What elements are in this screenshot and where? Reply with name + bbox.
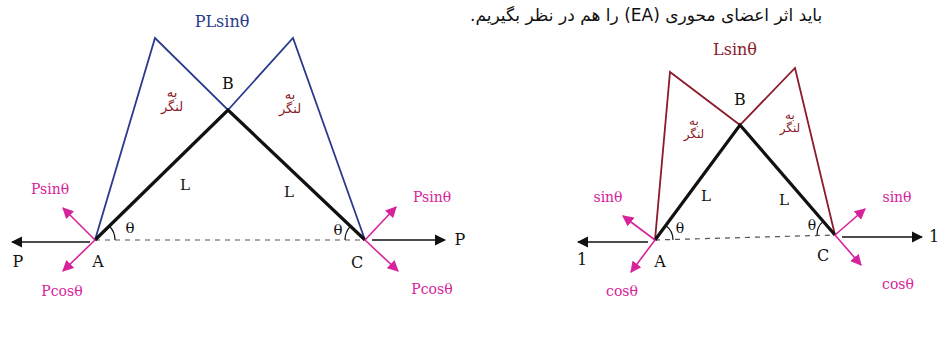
force-component: cosθ: [882, 277, 914, 292]
force-component: Pcosθ: [41, 284, 82, 299]
angle-arc: [345, 226, 351, 240]
component-arrow: [835, 235, 861, 265]
length-label: L: [779, 192, 789, 209]
length-label: L: [180, 177, 190, 194]
right-frame: [578, 68, 922, 272]
chord-line: [95, 239, 365, 240]
force-component: Psinθ: [413, 190, 451, 205]
force-arrow: [842, 236, 922, 238]
frame-member: [655, 125, 835, 240]
force-label: P: [13, 253, 24, 271]
joint-label: A: [654, 253, 666, 271]
joint-label: C: [351, 254, 363, 272]
force-component: cosθ: [606, 284, 638, 299]
length-label: L: [701, 188, 711, 205]
joint-label: B: [222, 75, 234, 93]
component-arrow: [365, 207, 396, 240]
angle-label: θ: [333, 222, 342, 239]
moment-note: به لنگر: [155, 86, 189, 115]
moment-note: به لنگر: [773, 109, 807, 135]
angle-arc: [817, 221, 823, 235]
force-arrow: [12, 241, 90, 243]
moment-value: Lsinθ: [713, 41, 757, 59]
component-arrow: [63, 208, 95, 240]
moment-note: به لنگر: [677, 115, 711, 141]
frame-member: [95, 110, 365, 240]
moment-diagram: [655, 68, 835, 240]
joint-label: A: [92, 253, 104, 271]
moment-note: به لنگر: [273, 88, 307, 117]
component-arrow: [365, 240, 398, 271]
force-label: P: [455, 231, 466, 249]
component-arrow: [623, 216, 655, 240]
angle-label: θ: [676, 221, 684, 236]
note-text: باید اثر اعضای محوری (EA) را هم در نظر ب…: [470, 6, 822, 25]
force-component: Pcosθ: [411, 282, 452, 297]
force-label: 1: [577, 251, 587, 269]
moment-value: PLsinθ: [195, 13, 250, 31]
angle-arc: [109, 226, 115, 240]
force-component: Psinθ: [31, 182, 69, 197]
length-label: L: [284, 184, 294, 201]
angle-arc: [666, 226, 673, 241]
force-arrow: [372, 239, 445, 241]
force-label: 1: [929, 228, 939, 246]
left-frame: [12, 38, 445, 271]
force-component: sinθ: [882, 190, 911, 205]
joint-label: C: [817, 247, 829, 265]
force-component: sinθ: [593, 190, 622, 205]
component-arrow: [63, 240, 95, 271]
moment-diagram: [95, 38, 365, 240]
component-arrow: [631, 240, 655, 272]
component-arrow: [835, 209, 865, 235]
angle-label: θ: [808, 218, 816, 233]
force-arrow: [578, 241, 648, 243]
joint-label: B: [734, 91, 746, 109]
angle-label: θ: [125, 220, 134, 237]
